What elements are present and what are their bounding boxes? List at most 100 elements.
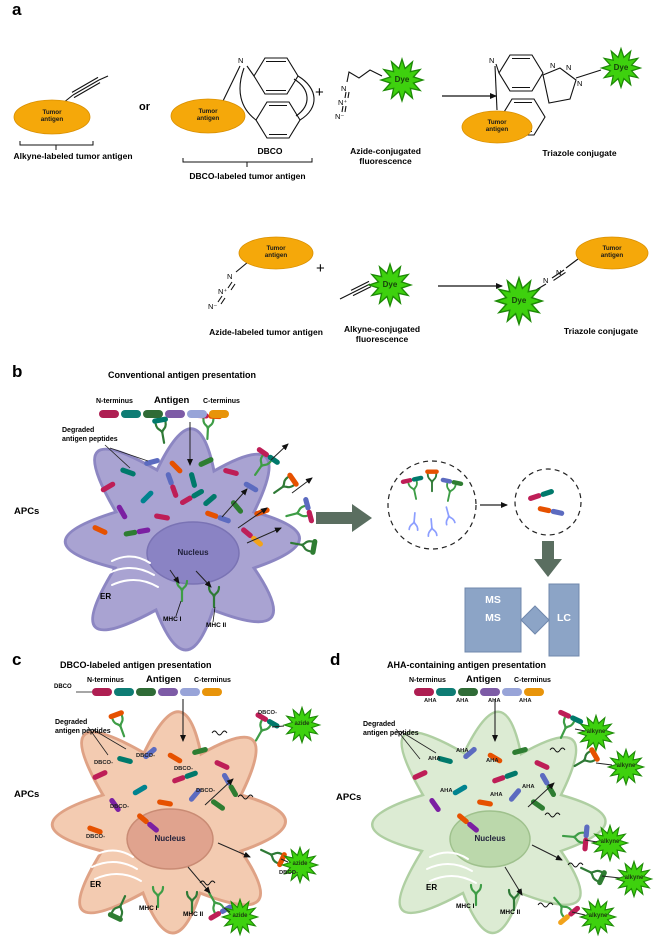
ms-text-1: MS [485, 594, 501, 606]
panel-d-title: AHA-containing antigen presentation [387, 660, 547, 670]
aha-tag: AHA [424, 698, 437, 704]
vesicle-circle [387, 460, 477, 550]
dye-label: Dye [394, 75, 410, 84]
traffic-arrows [104, 422, 313, 588]
antigen-segment [165, 410, 185, 418]
antigen-segment [209, 410, 229, 418]
azide-chain-icon [217, 261, 249, 305]
squiggle-peptide-icon [537, 747, 584, 908]
panel-c-letter: c [12, 650, 22, 669]
antigen-segment [136, 688, 156, 696]
panel-b-graphics [64, 412, 582, 657]
n-minus-atom: N⁻ [208, 302, 218, 311]
azide-chain-icon [341, 69, 383, 113]
antigen-segment [114, 688, 134, 696]
nucleus-label: Nucleus [154, 834, 186, 843]
apcs-label: APCs [336, 792, 362, 803]
antigen-segment [202, 688, 222, 696]
mhc-ii-label: MHC II [500, 909, 521, 916]
ms-ms-box [464, 587, 522, 653]
er-icon [426, 851, 477, 884]
alkyne-star-label: alkyne [586, 729, 606, 735]
mhc-i-label: MHC I [163, 616, 182, 623]
nucleus-label: Nucleus [177, 548, 209, 557]
antigen-segment [502, 688, 522, 696]
azide-antigen-caption: Azide-labeled tumor antigen [209, 327, 323, 337]
mhc-i-label: MHC I [139, 905, 158, 912]
dbco-antigen-caption: DBCO-labeled tumor antigen [189, 171, 306, 181]
antigen-segment [480, 688, 500, 696]
degraded-line2: antigen peptides [363, 729, 419, 737]
dbco-tag: DBCO- [136, 753, 155, 759]
er-icon [91, 849, 142, 882]
panel-a-letter: a [12, 0, 22, 19]
n-atom: N [577, 79, 583, 88]
triazole-caption: Triazole conjugate [542, 148, 617, 158]
antigen-bar [99, 410, 229, 418]
n-terminus-label: N-terminus [96, 398, 133, 405]
c-terminus-label: C-terminus [514, 677, 551, 684]
panel-d-letter: d [330, 650, 341, 669]
dye-star-icon [368, 48, 641, 325]
aha-tag: AHA [519, 698, 532, 704]
dbco-tag: DBCO- [279, 870, 298, 876]
antigen-segment [180, 688, 200, 696]
dbco-tag: DBCO- [258, 710, 277, 716]
tumor-antigen-label: Tumor antigen [264, 245, 288, 260]
alkyne-bond-icon [62, 75, 109, 104]
dye-label: Dye [382, 280, 398, 289]
plus-sign: + [315, 84, 324, 101]
alkyne-star-label: alkyne [600, 839, 620, 845]
alkyne-fluor-caption: Alkyne-conjugated fluorescence [343, 324, 421, 345]
tumor-antigen-label: Tumor antigen [600, 245, 624, 260]
dbco-tag: DBCO- [94, 760, 113, 766]
antigen-label: Antigen [154, 395, 190, 406]
plus-sign: + [316, 260, 325, 277]
alkyne-star-label: alkyne [624, 875, 644, 881]
antigen-segment [121, 410, 141, 418]
traffic-arrows [395, 699, 621, 916]
antigen-segment [458, 688, 478, 696]
alkyne-antigen-caption: Alkyne-labeled tumor antigen [13, 151, 133, 161]
antigen-segment [99, 410, 119, 418]
n-atom: N [227, 272, 233, 281]
dye-label: Dye [613, 63, 629, 72]
antigen-bar [92, 688, 222, 696]
antigen-segment [143, 410, 163, 418]
lc-text: LC [557, 612, 571, 624]
triazole-structure-icon [494, 54, 602, 136]
apcs-label: APCs [14, 789, 40, 800]
mhc-i-label: MHC I [456, 903, 475, 910]
connector-diamond [520, 605, 550, 635]
alkyne-bond-icon [339, 280, 372, 300]
aha-tag: AHA [490, 792, 503, 798]
panel-a-graphics [13, 48, 649, 325]
n-plus-atom: N⁺ [218, 287, 228, 296]
apcs-label: APCs [14, 506, 40, 517]
degraded-line1: Degraded [363, 721, 396, 728]
lcms-instrument [464, 583, 580, 657]
dbco-tag: DBCO- [110, 804, 129, 810]
triazole-caption: Triazole conjugate [563, 326, 639, 336]
azide-star-label: azide [232, 913, 248, 919]
traffic-arrows [76, 691, 289, 913]
thick-arrow-right-icon [316, 504, 372, 532]
aha-tag: AHA [522, 784, 535, 790]
n-atom: N [543, 276, 549, 285]
n-terminus-label: N-terminus [87, 677, 124, 684]
tumor-antigen-ellipse [13, 98, 649, 270]
squiggle-peptide-icon [199, 730, 254, 886]
c-terminus-label: C-terminus [194, 677, 231, 684]
antigen-segment [92, 688, 112, 696]
degraded-peptides-label: Degraded antigen peptides [55, 719, 111, 737]
degraded-line2: antigen peptides [55, 727, 111, 735]
aha-tag: AHA [456, 748, 469, 754]
dbco-prefix-label: DBCO [54, 684, 72, 690]
degraded-peptides-label: Degraded antigen peptides [62, 427, 118, 445]
dbco-tag: DBCO- [196, 788, 215, 794]
n-atom: N [489, 56, 495, 65]
aha-tag: AHA [488, 698, 501, 704]
bracket-icon [19, 141, 313, 167]
er-label: ER [100, 592, 112, 601]
dbco-tag: DBCO- [174, 766, 193, 772]
